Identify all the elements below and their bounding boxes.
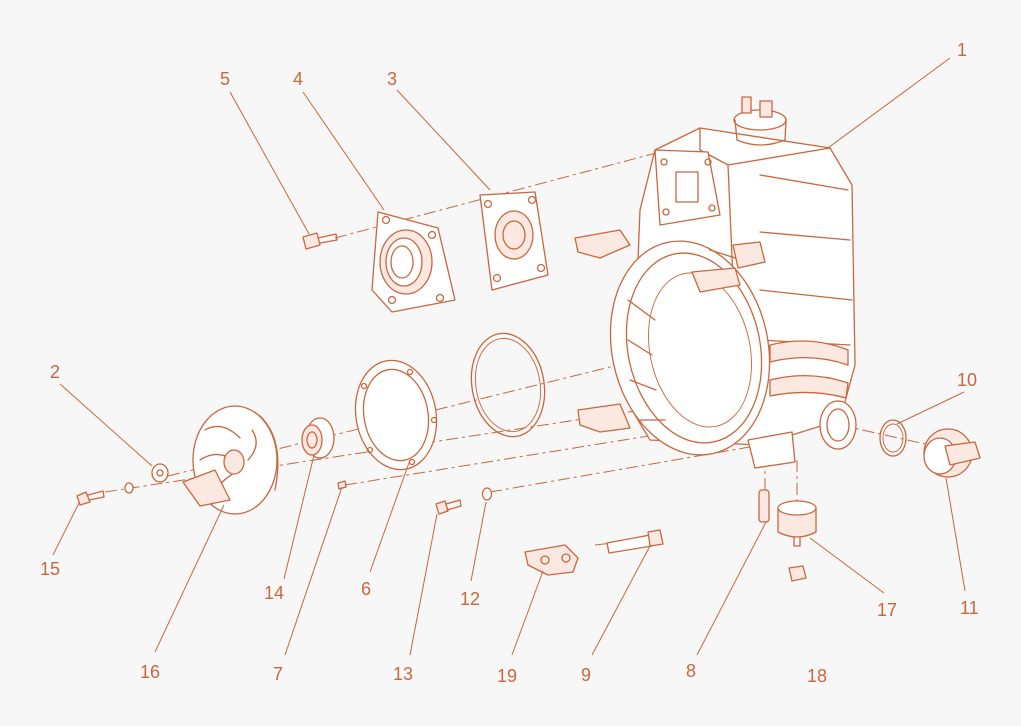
washer-part-2 <box>151 463 169 483</box>
callout-6: 6 <box>361 579 371 599</box>
bearing-flange-part-4 <box>371 211 456 313</box>
callout-11: 11 <box>960 598 979 618</box>
callout-15: 15 <box>40 559 60 579</box>
pin-part-8 <box>758 489 770 523</box>
screw-part-13 <box>435 499 462 515</box>
axis-line <box>839 424 931 446</box>
callout-9: 9 <box>581 665 591 685</box>
rubber-foot-part-17 <box>777 500 817 547</box>
callout-3: 3 <box>387 69 397 89</box>
callout-1: 1 <box>957 40 967 60</box>
callout-10: 10 <box>957 370 977 390</box>
axis-line <box>594 539 641 546</box>
callout-7: 7 <box>273 664 283 684</box>
clamp-part-19 <box>524 544 579 576</box>
callout-19: 19 <box>497 666 517 686</box>
callout-16: 16 <box>140 662 160 682</box>
volute-plate-part-6 <box>354 359 438 471</box>
callout-12: 12 <box>460 589 480 609</box>
callout-5: 5 <box>220 69 230 89</box>
callout-2: 2 <box>50 362 60 382</box>
callout-17: 17 <box>877 600 897 620</box>
gasket-plate-part-3 <box>479 191 549 291</box>
callout-4: 4 <box>293 69 303 89</box>
o-ring-part-10 <box>879 419 907 457</box>
pump-housing-part-1 <box>574 96 857 469</box>
nut-part-18 <box>788 565 807 582</box>
callout-18: 18 <box>807 666 827 686</box>
screw-part-15 <box>76 490 105 506</box>
o-ring-large <box>470 332 546 438</box>
bolt-part-5 <box>302 232 338 250</box>
shaft-seal-part-14 <box>301 417 335 459</box>
washer-part-12 <box>481 487 493 501</box>
impeller-part-16 <box>182 405 279 515</box>
axis-line <box>489 439 791 493</box>
callout-14: 14 <box>264 583 284 603</box>
cap-part-11 <box>923 428 981 478</box>
callout-8: 8 <box>686 661 696 681</box>
leader-lines <box>52 57 966 656</box>
washer-small <box>124 482 134 494</box>
callout-13: 13 <box>393 664 413 684</box>
callout-labels: 1 2 3 4 5 6 7 8 9 10 11 12 13 14 15 16 1… <box>40 40 979 686</box>
stud-part-9 <box>606 529 664 554</box>
pin-part-7 <box>337 480 347 490</box>
